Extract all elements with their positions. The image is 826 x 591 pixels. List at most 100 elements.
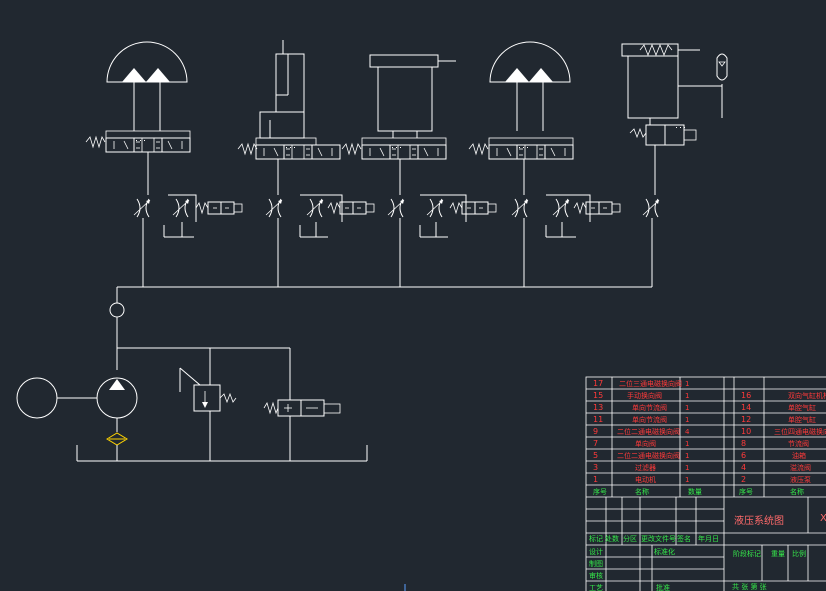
directional-valve-3 [341, 137, 447, 218]
directional-valve-2 [237, 137, 341, 218]
actuator-clamp-cylinder-5 [621, 43, 728, 125]
unload-valve-symbol [263, 399, 341, 461]
part-qty: 1 [685, 476, 689, 484]
part-no: 3 [593, 463, 598, 472]
rev-header: 处数 [605, 534, 619, 543]
role-process: 工艺 [589, 584, 603, 591]
part-name: 油箱 [792, 451, 806, 460]
part-name: 单向节流阀 [632, 403, 667, 412]
actuator-tilt-cylinder-1 [106, 41, 188, 131]
valve-port-dot [676, 127, 677, 128]
part-name: 液压泵 [790, 475, 811, 484]
part-name: 溢流阀 [790, 463, 811, 472]
part-no: 4 [741, 463, 746, 472]
valve-port-dot [523, 147, 524, 148]
part-no: 12 [741, 415, 751, 424]
rev-header: 签名 [677, 534, 691, 543]
pressure-valve-group-3 [419, 194, 497, 238]
part-name: 单腔气缸 [788, 415, 816, 424]
hydraulic-pump-symbol [96, 377, 138, 461]
rev-header: 分区 [623, 534, 637, 543]
part-qty: 1 [685, 392, 689, 400]
part-name: 单腔气缸 [788, 403, 816, 412]
role-design: 设计 [589, 547, 603, 556]
pressure-valve-group-1 [163, 194, 243, 238]
actuator-lift-cylinder-2 [259, 40, 305, 139]
valve-port-dot [144, 140, 145, 141]
part-no: 9 [593, 427, 598, 436]
part-no: 15 [593, 391, 603, 400]
role-review: 审核 [589, 571, 603, 580]
part-qty: 1 [685, 416, 689, 424]
valve-port-dot [294, 147, 295, 148]
part-qty: 1 [685, 464, 689, 472]
header-qty: 数量 [688, 487, 702, 496]
part-name: 手动换向阀 [627, 391, 662, 400]
part-no: 13 [593, 403, 603, 412]
weight-label: 重量 [771, 550, 785, 558]
part-no: 14 [741, 403, 751, 412]
standard-label: 标准化 [654, 547, 675, 556]
part-qty: 1 [685, 380, 689, 388]
part-no: 8 [741, 439, 746, 448]
valve-port-dot [286, 147, 287, 148]
drawing-title-cut: X [820, 513, 826, 524]
supply-manifold [109, 286, 652, 400]
part-name: 二位三通电磁换向阀 [619, 379, 682, 388]
valve-port-dot [519, 147, 520, 148]
directional-valve-1 [85, 130, 191, 218]
stage-label: 阶段标记 [733, 549, 761, 558]
valve-port-dot [136, 140, 137, 141]
valve-port-dot [400, 147, 401, 148]
pressure-valve-group-2 [299, 194, 375, 238]
pressure-valve-group-4 [545, 194, 621, 238]
revision-headers: 标记 处数 分区 更改文件号 签名 年月日 [589, 534, 719, 543]
valve-port-dot [396, 147, 397, 148]
scale-label: 比例 [792, 549, 806, 558]
part-no: 5 [593, 451, 598, 460]
header-name: 名称 [790, 487, 804, 496]
part-no: 17 [593, 379, 603, 388]
approve-label: 批准 [656, 583, 670, 591]
part-no: 7 [593, 439, 598, 448]
parts-list-grid [586, 377, 826, 591]
header-no: 序号 [739, 487, 753, 496]
part-no: 1 [593, 475, 598, 484]
valve-port-dot [140, 140, 141, 141]
part-name: 单向阀 [635, 439, 656, 448]
parts-list-left: 17 二位三通电磁换向阀 1 15 手动换向阀 1 13 单向节流阀 1 11 … [593, 379, 702, 496]
part-name: 过滤器 [635, 463, 656, 472]
part-qty: 1 [685, 452, 689, 460]
part-no: 16 [741, 391, 751, 400]
valve-port-dot [527, 147, 528, 148]
part-no: 6 [741, 451, 746, 460]
rev-header: 标记 [589, 534, 603, 543]
part-name: 二位二通电磁换向阀 [617, 427, 680, 436]
part-name: 单向节流阀 [632, 415, 667, 424]
header-name: 名称 [635, 487, 649, 496]
part-name: 双向气缸机构 [788, 391, 826, 400]
actuator-tilt-cylinder-4 [489, 41, 571, 131]
part-qty: 1 [685, 440, 689, 448]
tank-line [76, 445, 368, 462]
part-name: 电动机 [635, 475, 656, 484]
part-no: 11 [593, 415, 603, 424]
actuator-press-cylinder-3 [369, 54, 456, 138]
directional-valve-4 [468, 137, 574, 218]
part-no: 10 [741, 427, 751, 436]
rev-header: 更改文件号 [641, 534, 676, 543]
title-block: 17 二位三通电磁换向阀 1 15 手动换向阀 1 13 单向节流阀 1 11 … [585, 376, 826, 591]
part-name: 节流阀 [788, 439, 809, 448]
valve-port-dot [684, 127, 685, 128]
part-name: 三位四通电磁换向阀 [774, 427, 826, 436]
header-no: 序号 [593, 487, 607, 496]
relief-valve-symbol [179, 367, 237, 461]
electric-motor-symbol [16, 377, 97, 419]
part-no: 2 [741, 475, 746, 484]
drawing-title: 液压系统图 [734, 514, 784, 527]
role-draw: 制图 [589, 559, 603, 568]
part-qty: 4 [685, 428, 690, 436]
sheet-label: 共 张 第 张 [732, 582, 767, 591]
valve-port-dot [392, 147, 393, 148]
